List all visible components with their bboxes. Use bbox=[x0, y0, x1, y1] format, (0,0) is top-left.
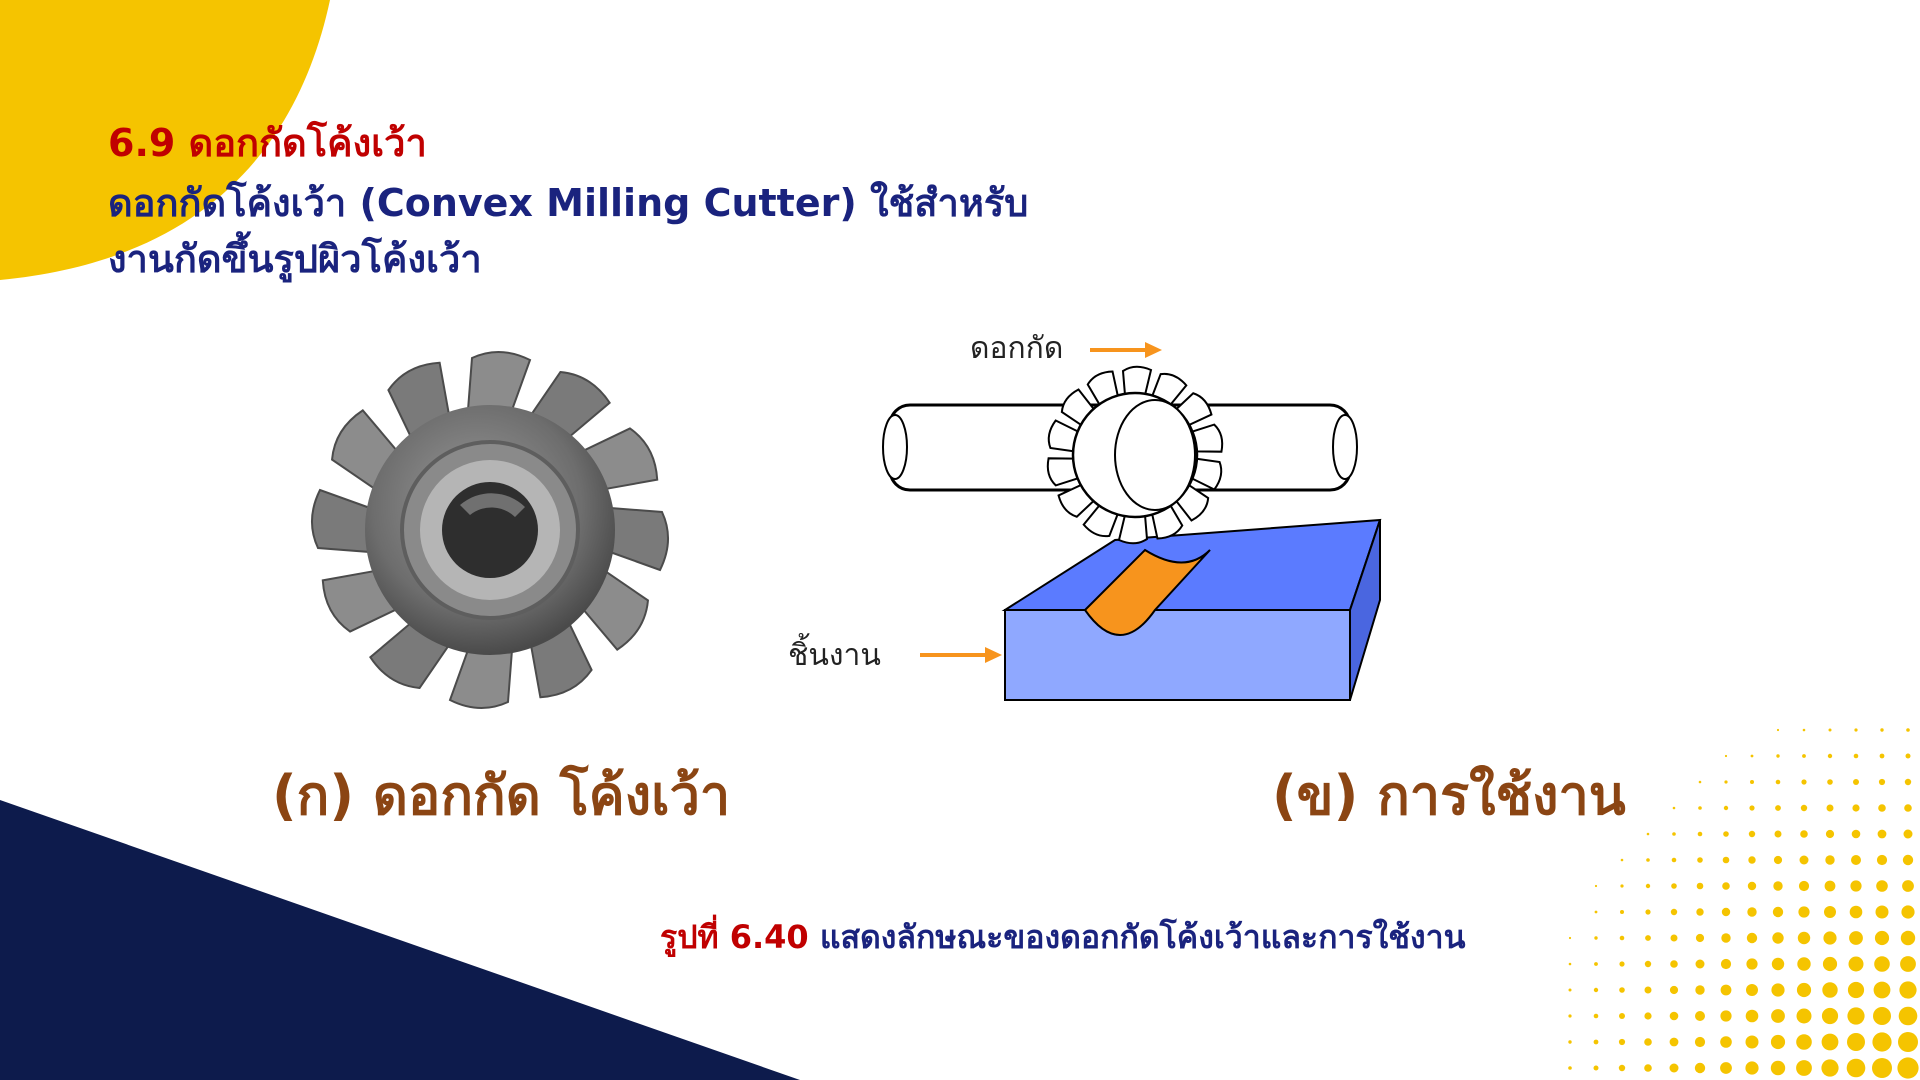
figure-caption: รูปที่ 6.40 แสดงลักษณะของดอกกัดโค้งเว้าแ… bbox=[660, 912, 1465, 963]
corner-yellow-shape bbox=[0, 0, 330, 280]
milled-slot bbox=[1083, 548, 1211, 636]
figure-label-b: (ข) การใช้งาน bbox=[1272, 764, 1626, 827]
halftone-dots-decoration bbox=[1568, 728, 1919, 1079]
convex-milling-cutter-image bbox=[311, 351, 669, 709]
corner-navy-band bbox=[0, 800, 800, 1080]
cutter-callout-label: ดอกกัด bbox=[970, 331, 1064, 366]
section-title: 6.9 ดอกกัดโค้งเว้า bbox=[108, 121, 427, 165]
caption-text: แสดงลักษณะของดอกกัดโค้งเว้าและการใช้งาน bbox=[808, 918, 1466, 956]
section-description-line-2: งานกัดขึ้นรูปผิวโค้งเว้า bbox=[108, 237, 482, 281]
section-description-line-1: ดอกกัดโค้งเว้า (Convex Milling Cutter) ใ… bbox=[108, 181, 1029, 225]
figure-label-a: (ก) ดอกกัด โค้งเว้า bbox=[272, 764, 731, 827]
workpiece-side bbox=[1349, 519, 1381, 701]
caption-number: รูปที่ 6.40 bbox=[660, 918, 809, 956]
workpiece-front bbox=[1004, 609, 1351, 701]
cutter-usage-diagram bbox=[882, 342, 1382, 701]
workpiece-callout-label: ชิ้นงาน bbox=[788, 638, 881, 673]
